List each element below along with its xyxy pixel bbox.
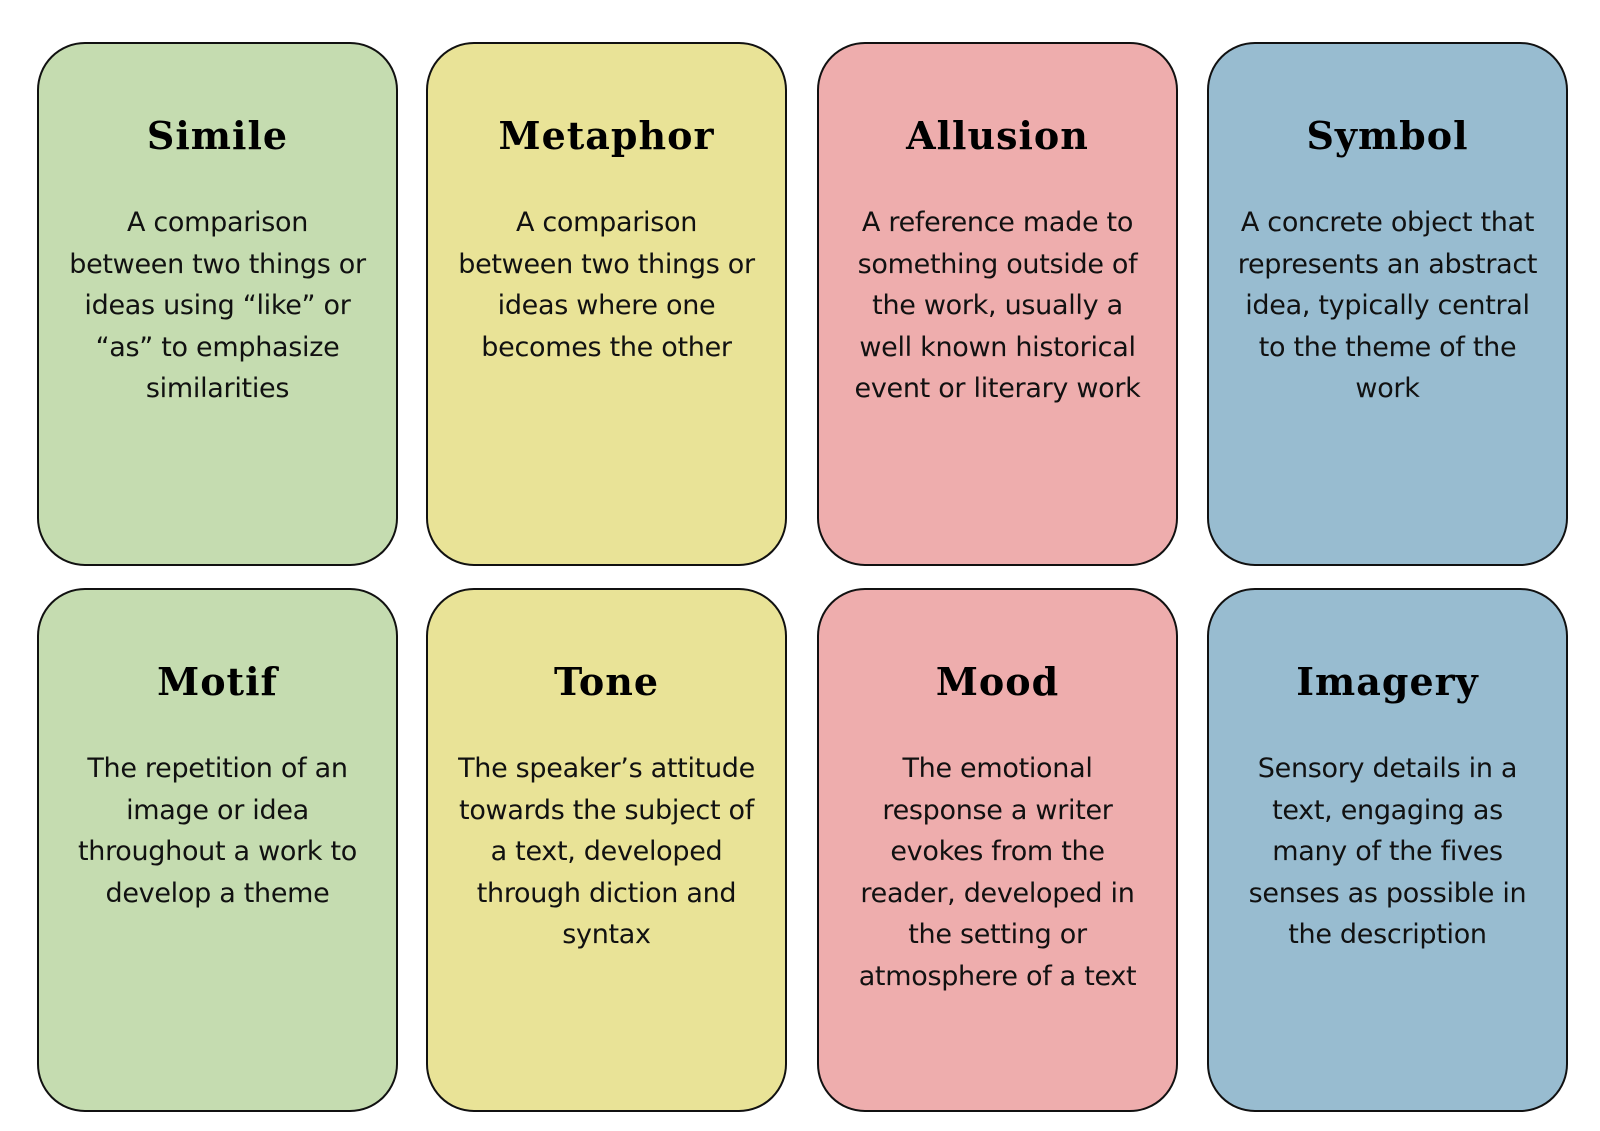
card-tone: Tone The speaker’s attitude towards the … xyxy=(426,588,787,1112)
card-title: Motif xyxy=(157,659,278,704)
card-simile: Simile A comparison between two things o… xyxy=(37,42,398,566)
card-motif: Motif The repetition of an image or idea… xyxy=(37,588,398,1112)
card-description: The speaker’s attitude towards the subje… xyxy=(458,753,755,950)
card-title: Tone xyxy=(553,659,660,704)
card-title: Simile xyxy=(146,113,289,158)
card-symbol: Symbol A concrete object that represents… xyxy=(1207,42,1568,566)
card-metaphor: Metaphor A comparison between two things… xyxy=(426,42,787,566)
card-allusion: Allusion A reference made to something o… xyxy=(817,42,1178,566)
card-description: The repetition of an image or idea throu… xyxy=(77,753,358,909)
card-description: A concrete object that represents an abs… xyxy=(1237,207,1538,404)
card-description: The emotional response a writer evokes f… xyxy=(858,753,1137,992)
card-title: Mood xyxy=(935,659,1060,704)
card-title: Imagery xyxy=(1296,659,1479,704)
card-imagery: Imagery Sensory details in a text, engag… xyxy=(1207,588,1568,1112)
card-title: Allusion xyxy=(906,113,1089,158)
card-mood: Mood The emotional response a writer evo… xyxy=(817,588,1178,1112)
card-description: Sensory details in a text, engaging as m… xyxy=(1248,753,1527,950)
card-description: A reference made to something outside of… xyxy=(854,207,1141,404)
card-description: A comparison between two things or ideas… xyxy=(69,207,366,404)
card-description: A comparison between two things or ideas… xyxy=(458,207,755,363)
card-title: Symbol xyxy=(1306,113,1469,158)
card-title: Metaphor xyxy=(498,113,715,158)
